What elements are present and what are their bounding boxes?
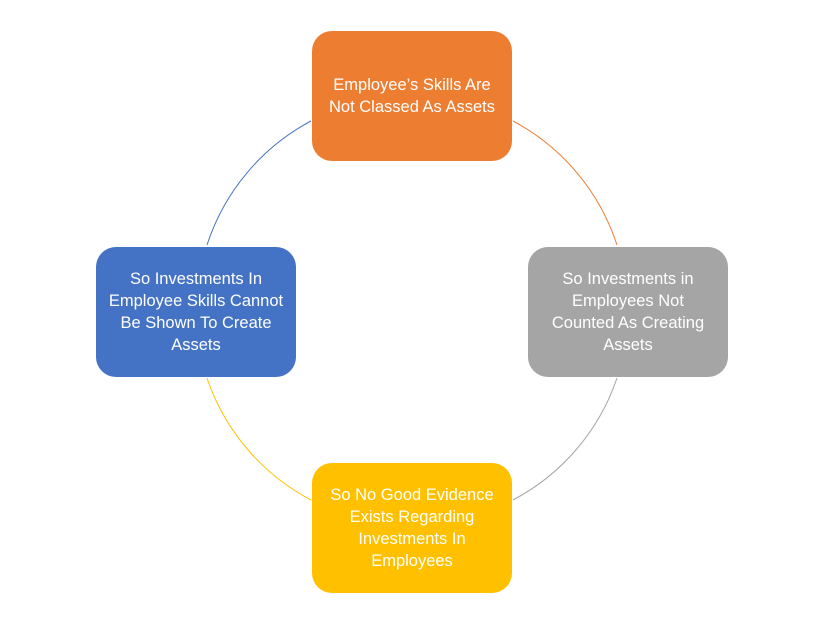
cycle-node-skills-not-assets: Employee’s Skills Are Not Classed As Ass… <box>312 31 512 161</box>
connector-left-to-top <box>206 120 312 246</box>
node-label: So Investments in Employees Not Counted … <box>551 270 705 354</box>
cycle-node-cannot-show-assets: So Investments In Employee Skills Cannot… <box>96 247 296 377</box>
connector-right-to-bottom <box>512 377 618 501</box>
cycle-node-investments-not-counted: So Investments in Employees Not Counted … <box>528 247 728 377</box>
connector-top-to-right <box>512 120 618 246</box>
node-label: So Investments In Employee Skills Cannot… <box>108 270 284 354</box>
node-label: So No Good Evidence Exists Regarding Inv… <box>330 486 494 570</box>
connector-bottom-to-left <box>206 377 312 501</box>
cycle-node-no-good-evidence: So No Good Evidence Exists Regarding Inv… <box>312 463 512 593</box>
node-label: Employee’s Skills Are Not Classed As Ass… <box>329 76 495 116</box>
